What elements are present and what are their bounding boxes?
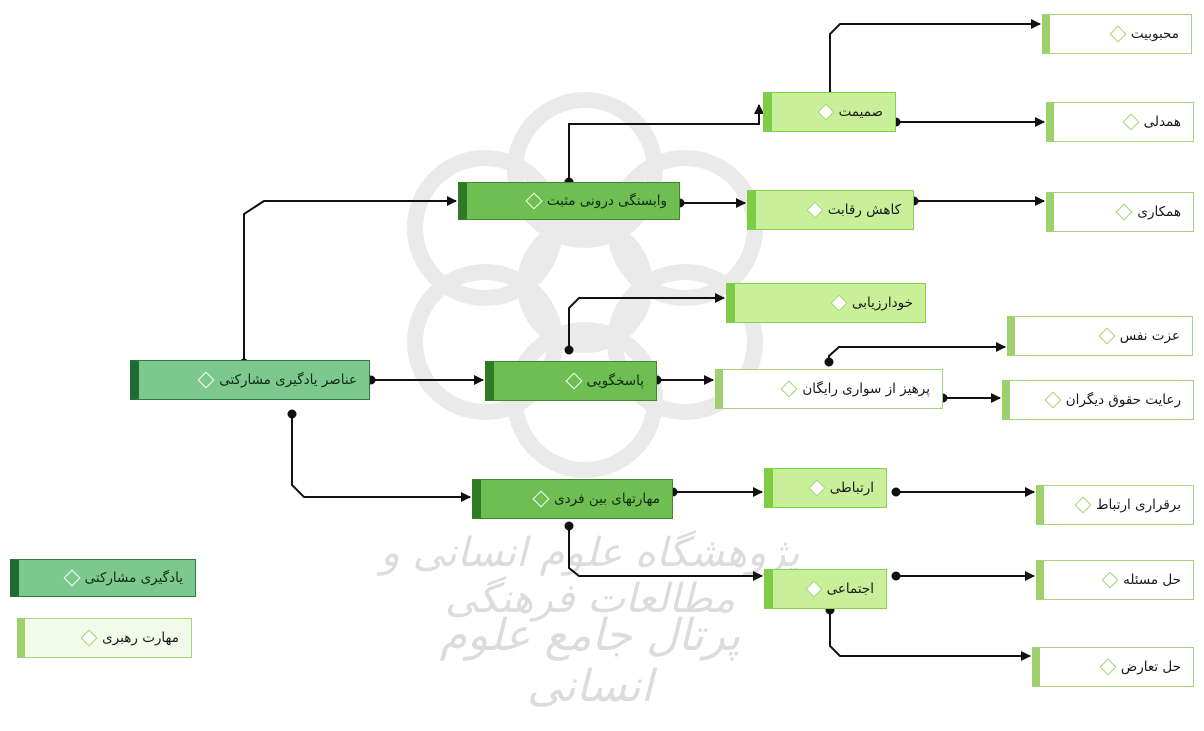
subnode-self-assessment: خودارزیابی — [726, 283, 926, 323]
leaf-label: حل تعارض — [1120, 659, 1181, 675]
branch-node-accountability: پاسخگویی — [485, 361, 657, 401]
connector-free-riding-to-self-esteem — [828, 342, 1006, 362]
leaf-cooperation: همکاری — [1046, 192, 1194, 232]
diamond-icon — [197, 371, 215, 389]
diamond-icon — [525, 192, 543, 210]
subnode-label: صمیمت — [838, 104, 883, 120]
watermark-line-2: پرتال جامع علوم انسانی — [439, 610, 741, 712]
diamond-icon — [780, 380, 798, 398]
diamond-icon — [1099, 658, 1117, 676]
leaf-label: محبوبیت — [1130, 26, 1179, 42]
connector-intimacy-to-popularity — [829, 19, 1041, 96]
subnode-intimacy: صمیمت — [763, 92, 896, 132]
diamond-icon — [830, 294, 848, 312]
leaf-label: عزت نفس — [1119, 328, 1180, 344]
legend-label: یادگیری مشارکتی — [84, 570, 183, 586]
diamond-icon — [1101, 571, 1119, 589]
diamond-icon — [80, 629, 98, 647]
connector-interpersonal-to-social — [568, 526, 763, 581]
diamond-icon — [817, 103, 835, 121]
diamond-icon — [1109, 25, 1127, 43]
subnode-label: کاهش رقابت — [827, 202, 901, 218]
branch-label: پاسخگویی — [586, 373, 644, 389]
watermark-line-1: پژوهشگاه علوم انسانی و مطالعات فرهنگی — [380, 530, 800, 622]
subnode-social: اجتماعی — [764, 569, 887, 609]
connector-social-to-conflict — [829, 610, 1031, 661]
connector-root-to-interpersonal — [291, 414, 471, 502]
diamond-icon — [1098, 327, 1116, 345]
leaf-label: رعایت حقوق دیگران — [1065, 392, 1181, 408]
connector-interdependence-to-intimacy — [568, 104, 764, 182]
subnode-label: پرهیز از سواری رایگان — [802, 381, 930, 397]
branch-label: مهارتهای بین فردی — [554, 491, 660, 507]
connector-accountability-to-self-assessment — [568, 293, 725, 350]
legend-item-leadership-skill: مهارت رهبری — [17, 618, 192, 658]
diamond-icon — [806, 201, 824, 219]
watermark: پژوهشگاه علوم انسانی و مطالعات فرهنگی پر… — [350, 530, 830, 720]
leaf-conflict-resolution: حل تعارض — [1032, 647, 1194, 687]
diamond-icon — [805, 580, 823, 598]
leaf-label: همدلی — [1143, 114, 1181, 130]
branch-node-interdependence: وابستگی درونی مثبت — [458, 182, 680, 220]
legend-label: مهارت رهبری — [102, 630, 179, 646]
leaf-popularity: محبوبیت — [1042, 14, 1192, 54]
root-label: عناصر یادگیری مشارکتی — [219, 372, 357, 388]
subnode-reduce-competition: کاهش رقابت — [747, 190, 914, 230]
connector-root-to-interdependence — [243, 196, 457, 363]
diamond-icon — [565, 372, 583, 390]
subnode-communicative: ارتباطی — [764, 468, 887, 508]
subnode-label: اجتماعی — [826, 581, 874, 597]
leaf-label: برقراری ارتباط — [1096, 497, 1181, 513]
diamond-icon — [63, 569, 81, 587]
leaf-establish-communication: برقراری ارتباط — [1036, 485, 1194, 525]
subnode-label: ارتباطی — [829, 480, 874, 496]
leaf-label: حل مسئله — [1123, 572, 1181, 588]
diamond-icon — [1122, 113, 1140, 131]
leaf-empathy: همدلی — [1046, 102, 1194, 142]
diamond-icon — [1115, 203, 1133, 221]
leaf-label: همکاری — [1137, 204, 1181, 220]
leaf-respect-rights: رعایت حقوق دیگران — [1002, 380, 1194, 420]
subnode-free-riding: پرهیز از سواری رایگان — [715, 369, 943, 409]
branch-node-interpersonal: مهارتهای بین فردی — [472, 479, 673, 519]
branch-label: وابستگی درونی مثبت — [546, 193, 667, 209]
diamond-icon — [532, 490, 550, 508]
diamond-icon — [1074, 496, 1092, 514]
leaf-problem-solving: حل مسئله — [1036, 560, 1194, 600]
diamond-icon — [808, 479, 826, 497]
legend-item-cooperative-learning: یادگیری مشارکتی — [10, 559, 196, 597]
diamond-icon — [1044, 391, 1062, 409]
leaf-self-esteem: عزت نفس — [1007, 316, 1193, 356]
root-node: عناصر یادگیری مشارکتی — [130, 360, 370, 400]
subnode-label: خودارزیابی — [851, 295, 913, 311]
